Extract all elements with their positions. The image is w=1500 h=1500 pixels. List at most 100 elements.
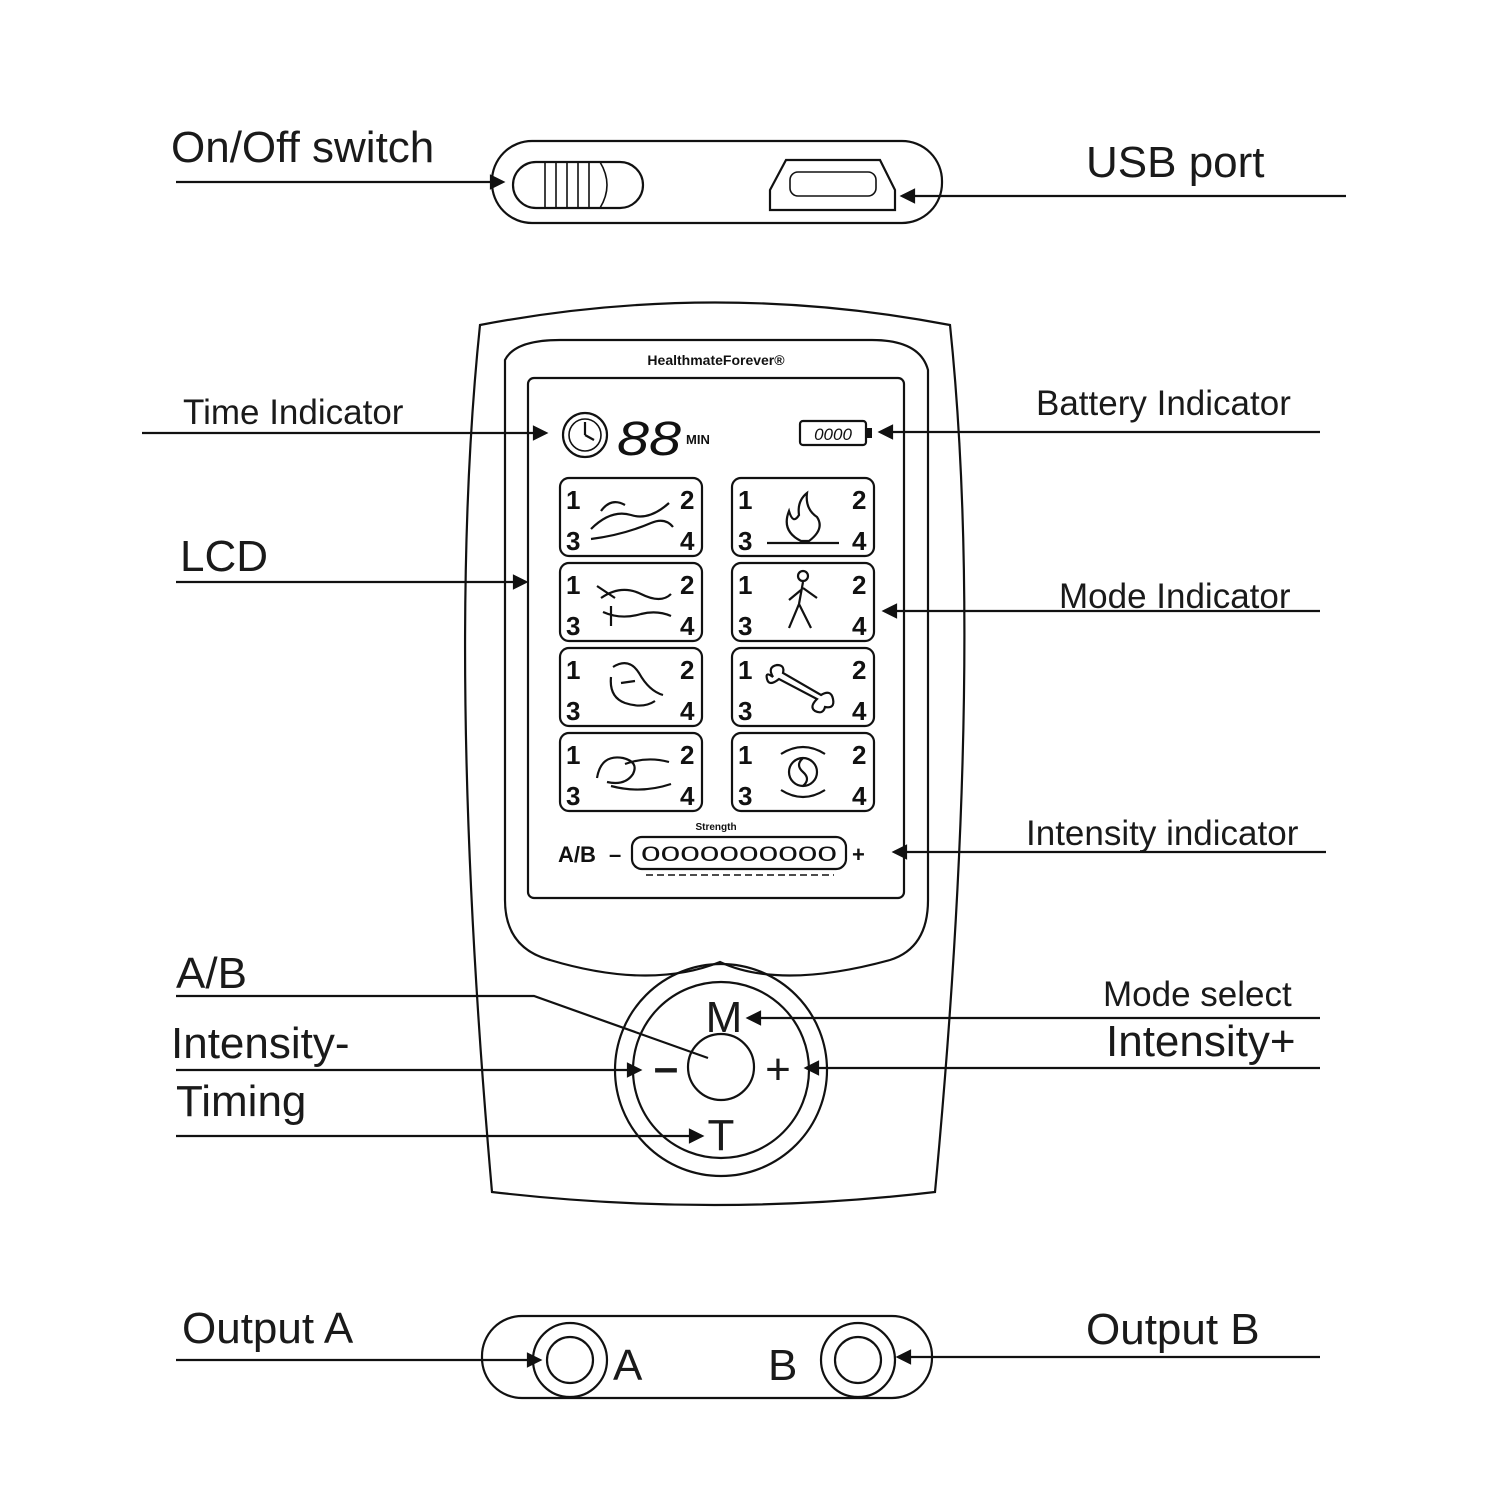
mode-cell-number: 1 <box>738 570 752 600</box>
on-off-switch[interactable] <box>511 160 645 210</box>
device-bottom-edge: A B <box>480 1314 934 1400</box>
mode-cell-frame <box>558 646 704 728</box>
lcd-plus-sign: + <box>852 842 865 867</box>
mode-cell-frame <box>730 561 876 643</box>
brand-label: HealthmateForever® <box>647 352 785 368</box>
leader-ab <box>176 994 709 1060</box>
time-unit: MIN <box>686 432 710 447</box>
mode-cell-number: 2 <box>680 655 694 685</box>
massage-hand-icon <box>590 500 674 541</box>
mode-select-label: Mode select <box>1103 975 1292 1014</box>
mode-cell: 1 2 3 4 <box>558 646 704 728</box>
mode-cell-frame <box>558 731 704 813</box>
time-indicator-label: Time Indicator <box>183 393 404 432</box>
mode-cell-number: 3 <box>566 526 580 556</box>
ab-label: A/B <box>176 949 247 998</box>
mode-cell-number: 1 <box>566 740 580 770</box>
mode-cell-frame <box>558 561 704 643</box>
mode-cell-number: 3 <box>738 696 752 726</box>
timing-button[interactable]: T <box>708 1111 735 1160</box>
mode-cell-frame <box>558 476 704 558</box>
mode-cell-number: 2 <box>680 570 694 600</box>
minus-button[interactable]: – <box>654 1043 678 1092</box>
mode-cell-number: 3 <box>566 781 580 811</box>
mode-cell-number: 1 <box>566 570 580 600</box>
mode-cell-number: 4 <box>680 696 695 726</box>
output-a-label: Output A <box>182 1304 354 1353</box>
port-b-letter: B <box>768 1341 797 1390</box>
intensity-indicator-label: Intensity indicator <box>1026 814 1299 853</box>
output-b-jack[interactable] <box>819 1321 897 1399</box>
usb-port[interactable] <box>768 158 897 212</box>
battery-indicator: 0000 <box>798 419 872 447</box>
mode-cell-number: 2 <box>680 740 694 770</box>
mode-cell-number: 3 <box>738 526 752 556</box>
device-body: HealthmateForever® <box>463 301 966 1207</box>
mode-cell-number: 2 <box>852 570 866 600</box>
clock-icon <box>561 411 609 459</box>
mode-cell-number: 4 <box>680 526 695 556</box>
mode-cell-frame <box>730 476 876 558</box>
mode-cell: 1 2 3 4 <box>558 476 704 558</box>
mode-cell-frame <box>730 731 876 813</box>
mode-cell-number: 4 <box>852 611 867 641</box>
timing-label: Timing <box>176 1077 306 1126</box>
mode-cell-number: 3 <box>566 696 580 726</box>
ab-center-button[interactable] <box>686 1032 756 1102</box>
mode-cell-number: 2 <box>852 740 866 770</box>
mode-cell-number: 4 <box>680 781 695 811</box>
mode-cell-number: 3 <box>738 611 752 641</box>
intensity-plus-label: Intensity+ <box>1106 1017 1296 1066</box>
on-off-switch-label: On/Off switch <box>171 123 434 172</box>
output-b-label: Output B <box>1086 1305 1260 1354</box>
mode-cell: 1 2 3 4 <box>730 476 876 558</box>
mode-button[interactable]: M <box>706 993 743 1042</box>
battery-digits: 0000 <box>814 425 852 444</box>
plus-button[interactable]: + <box>765 1045 791 1094</box>
intensity-minus-label: Intensity- <box>171 1019 350 1068</box>
lcd-ab-label: A/B <box>558 842 596 867</box>
mode-cell-number: 1 <box>566 655 580 685</box>
output-a-jack[interactable] <box>531 1321 609 1399</box>
time-indicator: 88 MIN <box>561 411 710 466</box>
walking-person-icon <box>787 569 818 629</box>
lcd-screen: 88 MIN 0000 1 2 3 4 1 2 3 4 1 2 3 4 1 2 3 4 1 2 3 4 1 2 3 4 1 2 3 4… <box>526 376 906 900</box>
mode-indicator-grid: 1 2 3 4 1 2 3 4 1 2 3 4 1 2 3 4 1 2 3 4 1 2 3 4 1 2 3 4 1 2 3 4 <box>558 476 876 813</box>
bone-icon <box>765 663 835 714</box>
intensity-indicator: Strength A/B – 0000000000 + <box>558 822 865 876</box>
mode-cell-frame <box>730 646 876 728</box>
mode-cell-number: 1 <box>738 485 752 515</box>
control-pad: M – + T <box>613 962 829 1178</box>
mode-cell: 1 2 3 4 <box>558 731 704 813</box>
mode-cell-number: 4 <box>680 611 695 641</box>
port-a-letter: A <box>613 1341 643 1390</box>
acupuncture-hand-icon <box>596 585 672 626</box>
mode-cell-number: 1 <box>566 485 580 515</box>
kneading-fist-icon <box>609 662 664 707</box>
mode-cell: 1 2 3 4 <box>558 561 704 643</box>
usb-port-label: USB port <box>1086 138 1265 187</box>
mode-cell: 1 2 3 4 <box>730 646 876 728</box>
time-digits: 88 <box>617 413 681 466</box>
device-top-edge <box>490 139 944 225</box>
mode-cell-number: 3 <box>566 611 580 641</box>
battery-indicator-label: Battery Indicator <box>1036 384 1291 423</box>
mode-cell-number: 1 <box>738 655 752 685</box>
mode-cell-number: 4 <box>852 781 867 811</box>
leader-lines <box>142 174 1346 1368</box>
intensity-digits: 0000000000 <box>641 843 837 866</box>
mode-cell-number: 4 <box>852 696 867 726</box>
pressing-hand-icon <box>595 756 672 791</box>
mode-indicator-label: Mode Indicator <box>1059 577 1291 616</box>
mode-cell-number: 2 <box>852 655 866 685</box>
strength-label: Strength <box>695 822 736 833</box>
moxibustion-flame-icon <box>767 490 839 545</box>
mode-cell-number: 2 <box>680 485 694 515</box>
lcd-minus-sign: – <box>609 842 621 867</box>
mode-cell-number: 4 <box>852 526 867 556</box>
mode-cell-number: 3 <box>738 781 752 811</box>
mode-cell-number: 2 <box>852 485 866 515</box>
yin-yang-icon <box>780 745 826 799</box>
mode-cell-number: 1 <box>738 740 752 770</box>
